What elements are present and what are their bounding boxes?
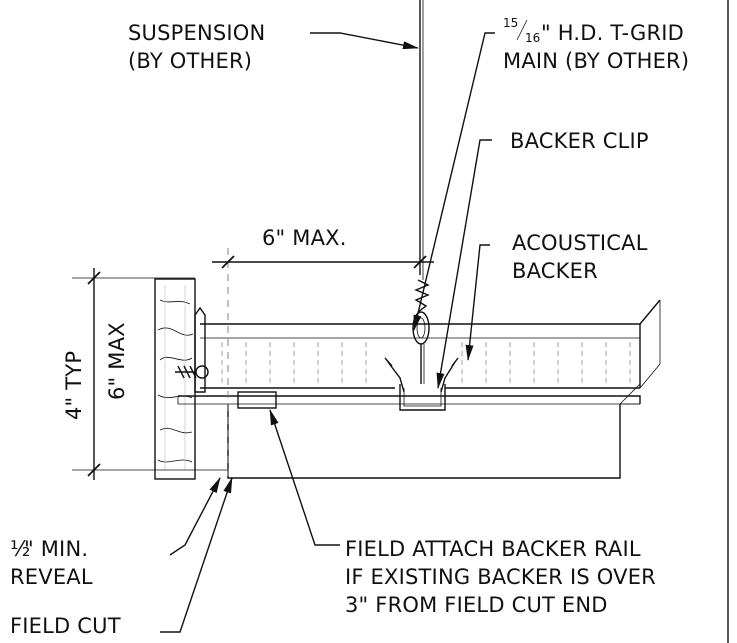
label-4-typ: 4" TYP bbox=[62, 351, 86, 420]
label-suspension-1: SUSPENSION bbox=[128, 21, 265, 45]
leaders bbox=[160, 32, 495, 633]
label-6-max-vertical: 6" MAX bbox=[105, 322, 129, 400]
ceiling-panel bbox=[177, 383, 641, 479]
label-acoustical-1: ACOUSTICAL bbox=[512, 231, 648, 255]
label-tgrid-frac-num: 15 bbox=[503, 16, 518, 30]
label-reveal-frac: ½ bbox=[10, 537, 31, 561]
dimension-6-max bbox=[212, 240, 434, 478]
dimension-vertical bbox=[72, 268, 228, 480]
t-grid-main bbox=[399, 344, 446, 411]
label-field-attach-1: FIELD ATTACH BACKER RAIL bbox=[345, 537, 641, 561]
wall-blocking bbox=[154, 278, 196, 480]
label-field-attach-3: 3" FROM FIELD CUT END bbox=[345, 593, 608, 617]
label-acoustical-2: BACKER bbox=[512, 259, 598, 283]
label-suspension-2: (BY OTHER) bbox=[128, 49, 252, 73]
label-field-attach-2: IF EXISTING BACKER IS OVER bbox=[345, 565, 656, 589]
annotations: SUSPENSION (BY OTHER) 15 16 " H.D. T-GRI… bbox=[10, 16, 689, 638]
label-6-max: 6" MAX. bbox=[262, 226, 347, 250]
label-reveal-1: " MIN. bbox=[24, 537, 88, 561]
wall-screw bbox=[175, 306, 209, 393]
label-field-cut: FIELD CUT bbox=[10, 614, 121, 638]
label-backer-clip: BACKER CLIP bbox=[510, 129, 649, 153]
backer-rail bbox=[237, 391, 277, 409]
label-reveal-2: REVEAL bbox=[10, 565, 93, 589]
label-tgrid-1: " H.D. T-GRID bbox=[541, 21, 684, 45]
acoustical-backer-panel bbox=[200, 299, 661, 389]
label-tgrid-frac-den: 16 bbox=[525, 31, 540, 45]
label-tgrid-2: MAIN (BY OTHER) bbox=[503, 49, 689, 73]
suspension-wire bbox=[412, 0, 430, 345]
